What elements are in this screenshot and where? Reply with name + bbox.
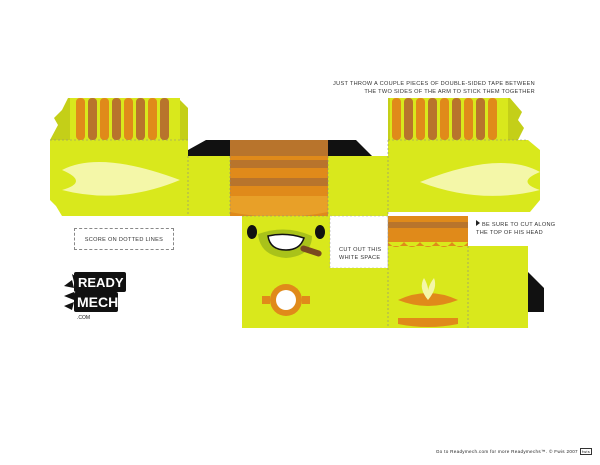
readymech-logo: READY MECH .COM [64, 272, 126, 321]
svg-text:.COM: .COM [77, 315, 90, 321]
head-top-panel [188, 140, 388, 217]
tape-instruction: JUST THROW A COUPLE PIECES OF DOUBLE-SID… [300, 80, 535, 96]
left-eye [247, 225, 257, 239]
footer-text: Go to Readymech.com for more Readymechs™… [435, 449, 578, 454]
cut-instruction: CUT OUT THIS WHITE SPACE [339, 246, 399, 262]
tape-instruction-line1: JUST THROW A COUPLE PIECES OF DOUBLE-SID… [333, 81, 535, 87]
leaf-right [420, 163, 540, 196]
footer: Go to Readymech.com for more Readymechs™… [420, 448, 592, 455]
head-instruction: BE SURE TO CUT ALONG THE TOP OF HIS HEAD [476, 220, 576, 237]
right-lower-panel [330, 216, 544, 328]
right-eye [315, 225, 325, 239]
head-instruction-line2: THE TOP OF HIS HEAD [476, 230, 543, 236]
svg-text:MECH: MECH [77, 294, 118, 310]
cut-instruction-line2: WHITE SPACE [339, 255, 381, 261]
cut-instruction-line1: CUT OUT THIS [339, 247, 382, 253]
fwis-badge: fwis [579, 448, 592, 455]
tape-instruction-line2: THE TWO SIDES OF THE ARM TO STICK THEM T… [364, 89, 535, 95]
face-panel [242, 216, 330, 328]
svg-text:READY: READY [78, 275, 124, 290]
cigar [300, 245, 322, 257]
head-instruction-line1: BE SURE TO CUT ALONG [482, 222, 556, 228]
arrow-icon [476, 220, 480, 226]
right-arm-panel [388, 98, 540, 212]
score-instruction: SCORE ON DOTTED LINES [74, 228, 174, 250]
mouth [267, 233, 305, 251]
score-lines [50, 139, 528, 328]
left-arm-panel [50, 98, 188, 216]
leaf-left [62, 162, 180, 196]
